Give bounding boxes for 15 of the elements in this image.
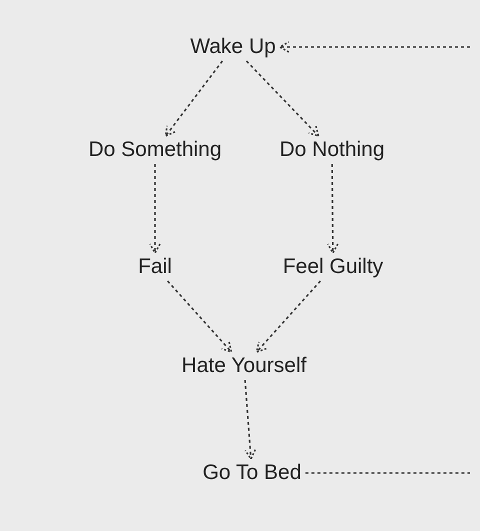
step-text: Hate Yourself [182,354,306,377]
dashed-arrow [149,164,161,254]
dashed-arrow [246,60,320,137]
step-text: Wake Up [190,35,276,58]
dashed-arrow [279,41,470,53]
step-text: Do Nothing [279,138,385,161]
dashed-arrow [256,280,321,353]
step-text: Feel Guilty [282,255,384,278]
dashed-arrow [244,380,256,460]
step-text: Fail [138,255,172,278]
step-text: Do Something [88,138,222,161]
dashed-arrow [167,280,232,353]
dashed-arrow [327,164,339,254]
dashed-arrow [164,60,224,137]
step-text: Go To Bed [202,461,302,484]
